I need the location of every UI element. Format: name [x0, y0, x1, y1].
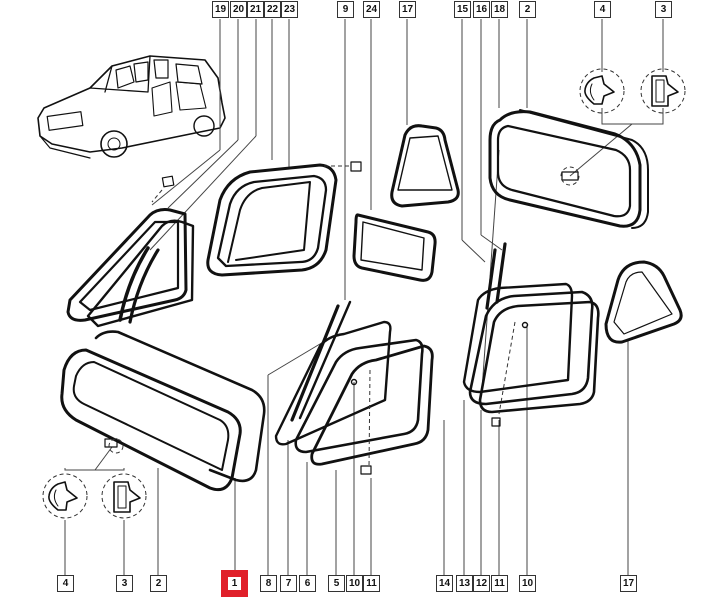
callout-6[interactable]: 6 — [299, 575, 316, 592]
callout-16[interactable]: 16 — [473, 1, 490, 18]
rear-window-seal-upper — [488, 109, 649, 229]
callout-10-center[interactable]: 10 — [346, 575, 363, 592]
callout-24[interactable]: 24 — [363, 1, 380, 18]
callout-17-top[interactable]: 17 — [399, 1, 416, 18]
callout-1-highlighted[interactable]: 1 — [221, 570, 248, 597]
quarter-triangle-seal-right — [604, 260, 683, 344]
rear-quarter-seals-left — [66, 175, 195, 328]
callout-19[interactable]: 19 — [212, 1, 229, 18]
callout-9[interactable]: 9 — [337, 1, 354, 18]
callout-3-bottom[interactable]: 3 — [116, 575, 133, 592]
callout-2-top[interactable]: 2 — [519, 1, 536, 18]
door-glass-seals-center — [274, 300, 434, 475]
rear-windshield-seal — [60, 330, 266, 492]
detail-circle-3-top — [640, 68, 686, 114]
callout-23[interactable]: 23 — [281, 1, 298, 18]
callout-15[interactable]: 15 — [454, 1, 471, 18]
callout-4-top[interactable]: 4 — [594, 1, 611, 18]
quarter-triangle-seal-top — [390, 124, 460, 208]
callout-4-bottom[interactable]: 4 — [57, 575, 74, 592]
door-glass-seals-left — [206, 161, 362, 277]
callout-21[interactable]: 21 — [247, 1, 264, 18]
callout-13[interactable]: 13 — [456, 575, 473, 592]
callout-7[interactable]: 7 — [280, 575, 297, 592]
top-leader-lines — [149, 19, 664, 391]
callout-14[interactable]: 14 — [436, 575, 453, 592]
callout-3-top[interactable]: 3 — [655, 1, 672, 18]
detail-circle-4-bottom — [42, 473, 88, 519]
callout-20[interactable]: 20 — [230, 1, 247, 18]
callout-17-bottom[interactable]: 17 — [620, 575, 637, 592]
fixed-glass-seal — [352, 213, 437, 282]
detail-circle-4-top — [579, 68, 625, 114]
callout-11-right[interactable]: 11 — [491, 575, 508, 592]
bottom-leader-lines — [64, 325, 629, 576]
callout-10-right[interactable]: 10 — [519, 575, 536, 592]
callout-22[interactable]: 22 — [264, 1, 281, 18]
callout-5[interactable]: 5 — [328, 575, 345, 592]
detail-circle-3-bottom — [101, 473, 147, 519]
callout-2-bottom[interactable]: 2 — [150, 575, 167, 592]
callout-11-center[interactable]: 11 — [363, 575, 380, 592]
rear-quarter-seals-right — [462, 242, 600, 427]
car-illustration — [37, 55, 226, 159]
callout-18[interactable]: 18 — [491, 1, 508, 18]
callout-12[interactable]: 12 — [473, 575, 490, 592]
callout-8[interactable]: 8 — [260, 575, 277, 592]
